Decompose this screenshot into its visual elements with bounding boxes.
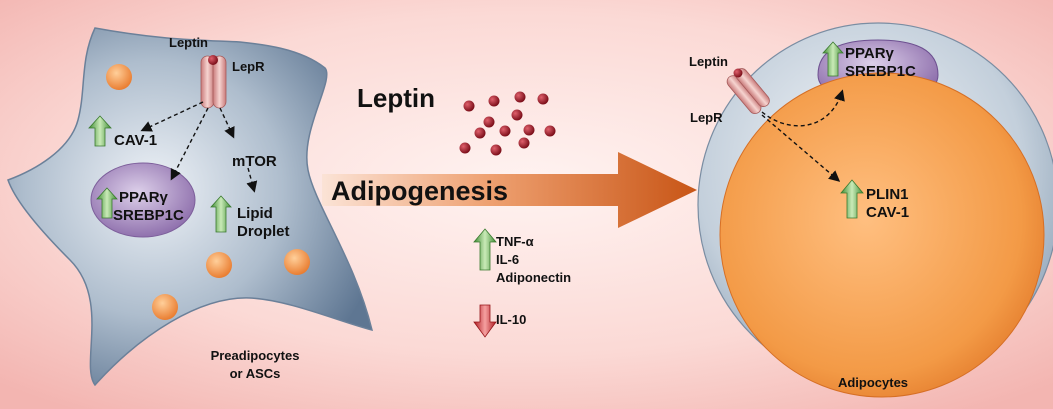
down-arrow-icon [473, 304, 497, 338]
leptin-particle-icon [514, 91, 526, 103]
adipocyte-caption: Adipocytes [838, 375, 908, 390]
leptin-particle-icon [459, 142, 471, 154]
preadipocyte-caption-line1: Preadipocytes [211, 348, 300, 363]
preadipocyte-nucleus [90, 162, 196, 238]
leptin-particle-icon [490, 144, 502, 156]
lepr-label: LepR [232, 59, 265, 74]
nucleus-label-line2: SREBP1C [113, 207, 184, 224]
lipid-droplet-small [152, 294, 178, 320]
lipid-label-line1: Lipid [237, 205, 273, 222]
up-arrow-icon [88, 115, 112, 147]
leptin-particles [459, 91, 556, 156]
nucleus-label-line1: PPARγ [119, 189, 169, 206]
lipid-droplet-small [284, 249, 310, 275]
leptin-particle-icon [474, 127, 486, 139]
signaling-arrows [140, 101, 258, 193]
preadipocyte-cell: Leptin LepR CAV-1 mTOR PPARγ SREBP1C Lip… [7, 27, 374, 387]
leptin-particle-icon [483, 116, 495, 128]
leptin-title: Leptin [357, 83, 435, 113]
nucleus-label-line1: PPARγ [845, 45, 895, 62]
lipid-droplet-small [206, 252, 232, 278]
leptin-particle-icon [208, 55, 218, 65]
nucleus-label-line2: SREBP1C [845, 63, 916, 80]
preadipocyte-caption-line2: or ASCs [230, 366, 281, 381]
leptin-label: Leptin [689, 54, 728, 69]
cytokine-up-1: TNF-α [496, 234, 534, 249]
leptin-particle-icon [537, 93, 549, 105]
cytokine-down-1: IL-10 [496, 312, 526, 327]
leptin-particle-icon [488, 95, 500, 107]
up-arrow-icon [96, 187, 118, 219]
up-arrow-icon [840, 179, 864, 219]
leptin-label: Leptin [169, 35, 208, 50]
adipocyte-cell: Leptin LepR PPARγ SREBP1C PLIN1 CAV-1 Ad… [689, 22, 1053, 398]
cytokine-up-2: IL-6 [496, 252, 519, 267]
up-arrow-icon [210, 195, 232, 233]
large-lipid-droplet [719, 72, 1045, 398]
mtor-label: mTOR [232, 153, 277, 170]
leptin-particle-icon [499, 125, 511, 137]
adipogenesis-label: Adipogenesis [331, 176, 508, 206]
lepr-label: LepR [690, 110, 723, 125]
signaling-arrows [761, 89, 845, 182]
center-panel: Leptin Adipogenesis TNF-α IL-6 Adiponect… [322, 83, 697, 338]
leptin-particle-icon [733, 68, 743, 78]
leptin-particle-icon [523, 124, 535, 136]
droplet-label-line1: PLIN1 [866, 186, 909, 203]
lipid-label-line2: Droplet [237, 223, 290, 240]
up-arrow-icon [822, 41, 844, 77]
cav1-label: CAV-1 [114, 132, 157, 149]
leptin-particle-icon [463, 100, 475, 112]
adipogenesis-arrow [322, 152, 697, 228]
droplet-label-line2: CAV-1 [866, 204, 909, 221]
up-arrow-icon [473, 228, 497, 271]
leptin-particle-icon [544, 125, 556, 137]
leptin-particle-icon [518, 137, 530, 149]
lipid-droplet-small [106, 64, 132, 90]
leptin-particle-icon [511, 109, 523, 121]
cytokine-up-3: Adiponectin [496, 270, 571, 285]
